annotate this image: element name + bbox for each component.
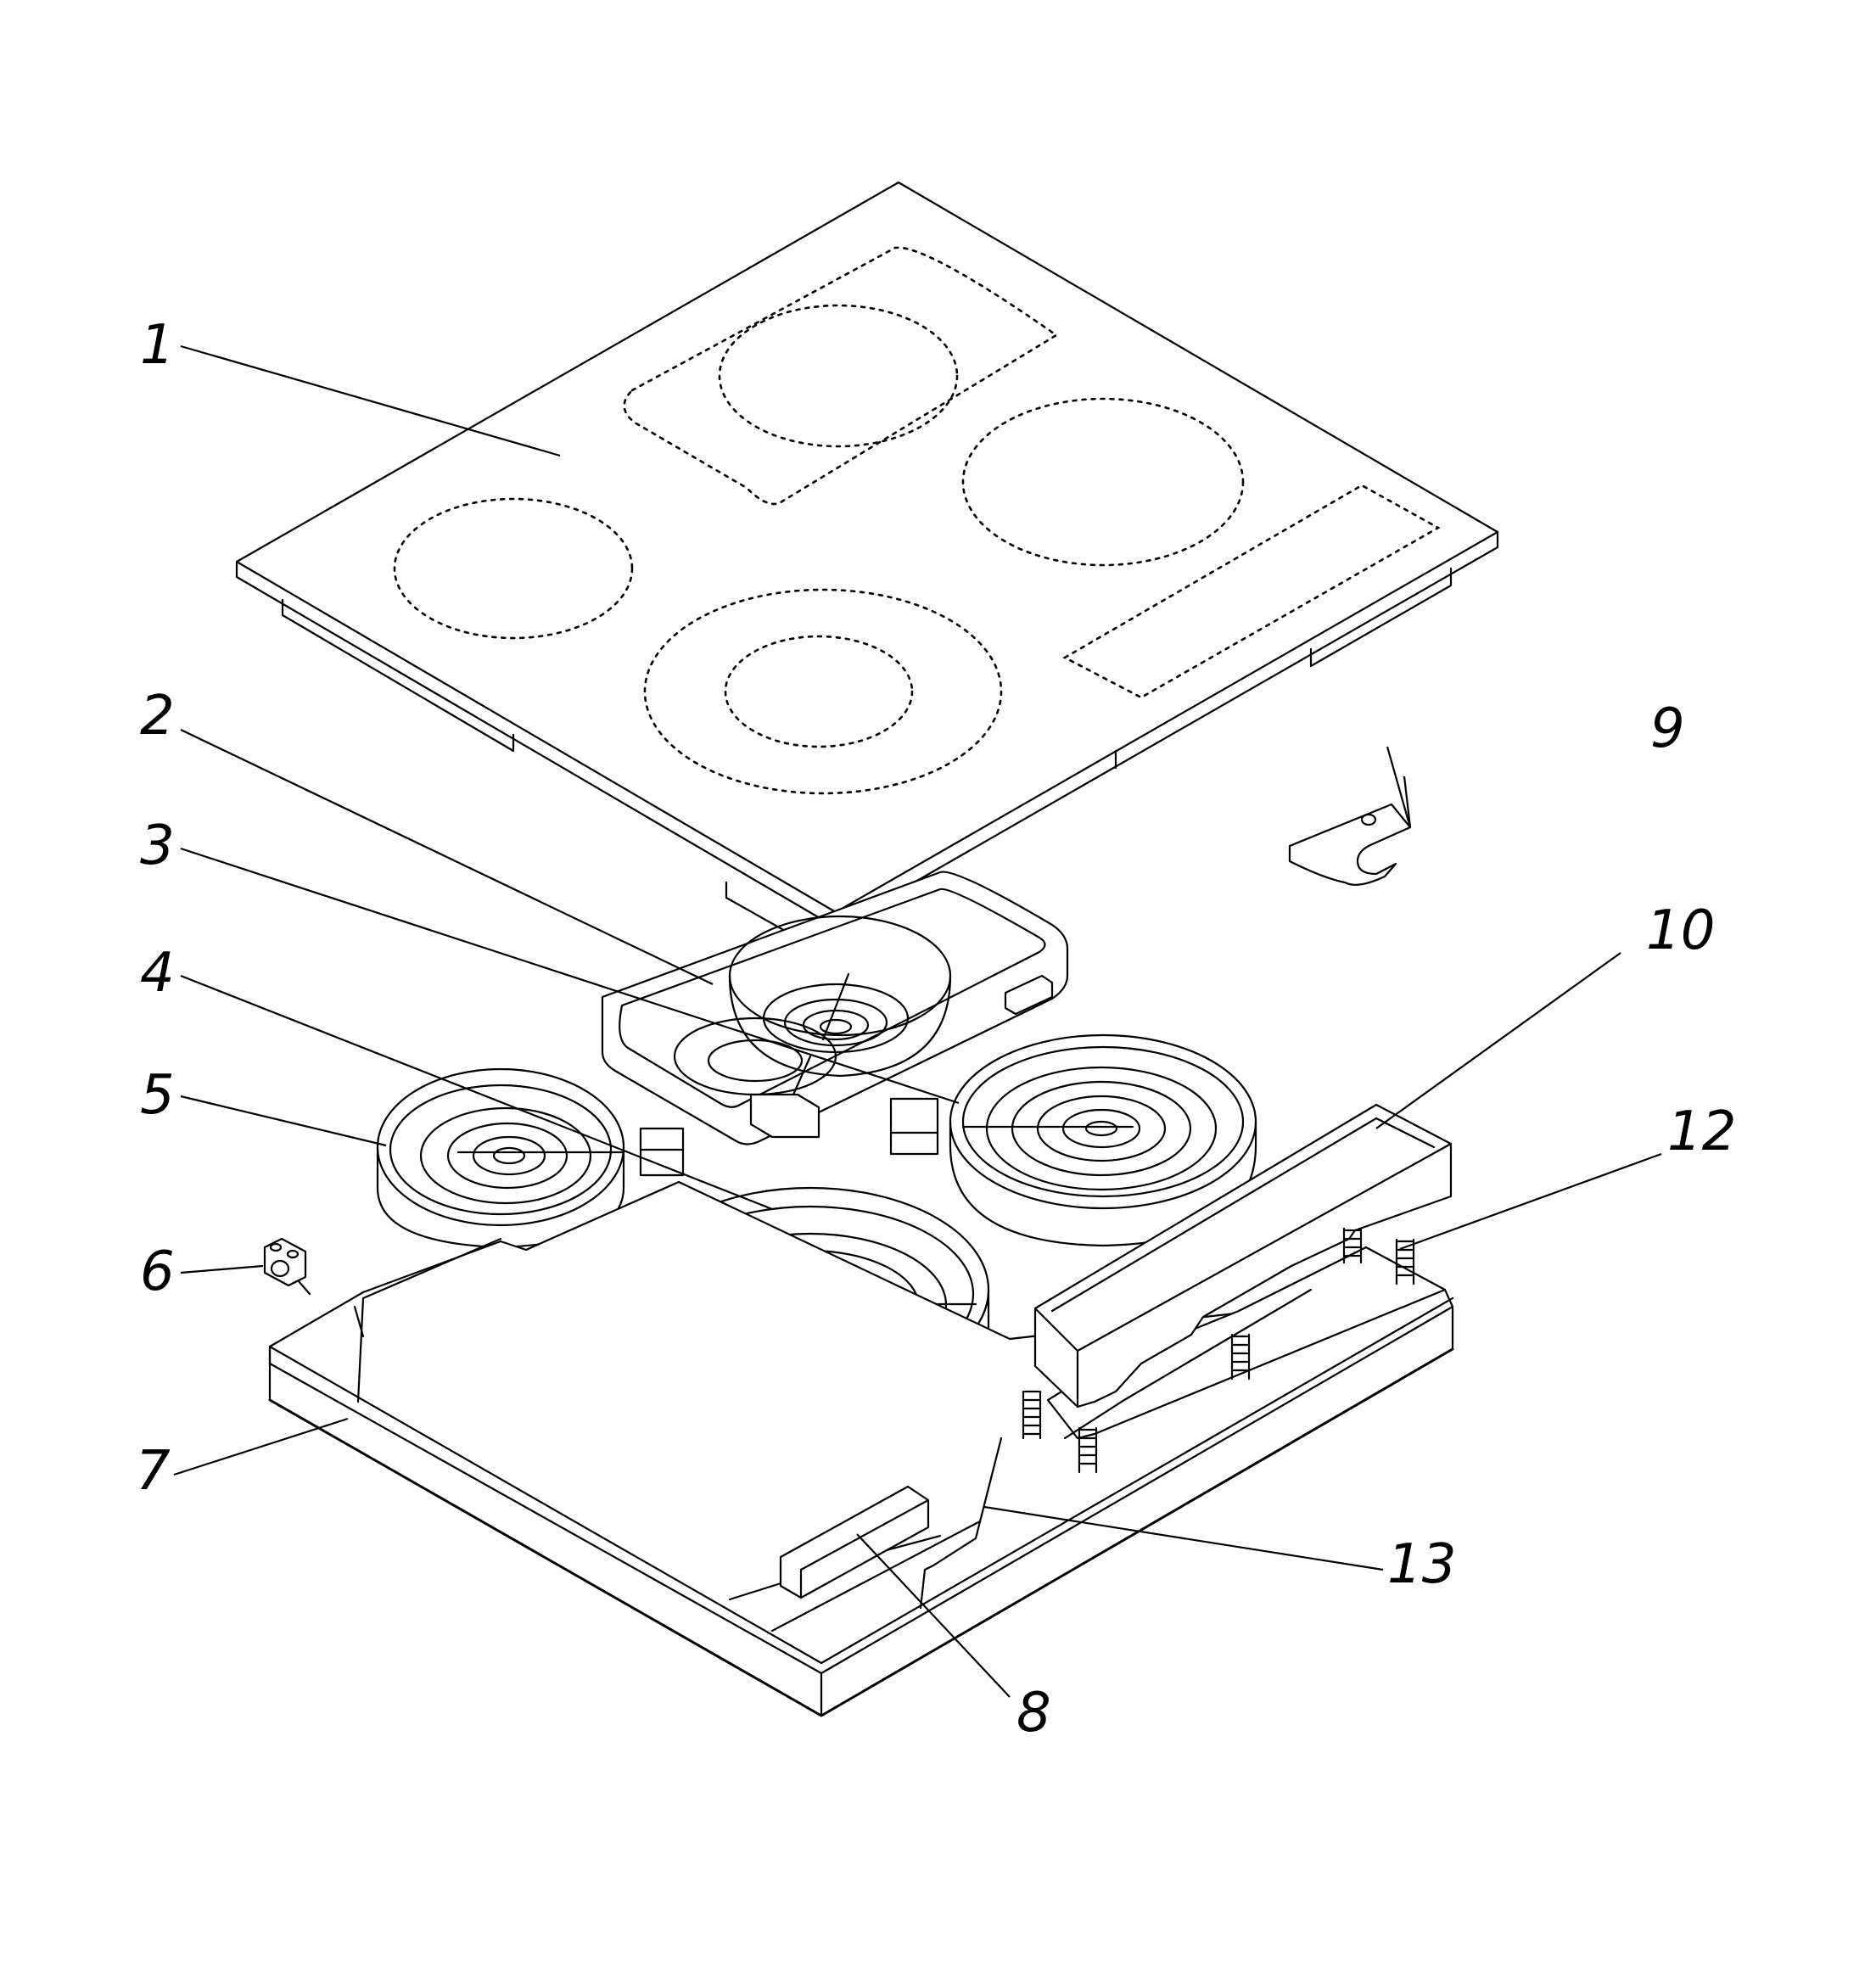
reference-numerals: 1 2 3 4 5 6 7 8 9 10 12 13 [136,314,1736,1745]
callout-9: 9 [1650,697,1685,760]
callout-4: 4 [140,942,175,1005]
terminal-clamp [263,1237,311,1296]
callout-5: 5 [140,1064,175,1127]
compression-springs [1022,1227,1415,1474]
callout-6: 6 [140,1241,175,1303]
callout-10: 10 [1646,899,1715,962]
callout-13: 13 [1387,1533,1456,1596]
right-burner [889,1033,1257,1247]
callout-7: 7 [136,1440,171,1503]
callout-3: 3 [140,815,175,877]
control-unit-lid [1033,1103,1453,1409]
base-tray [268,1180,1454,1717]
glass-top-plate [235,181,1499,956]
wedge-block [779,1485,930,1599]
dual-burner-frame [601,871,1069,1145]
leader-lines [173,344,1662,1698]
callout-8: 8 [1016,1682,1051,1745]
callout-12: 12 [1667,1101,1736,1163]
callout-1: 1 [140,314,175,377]
callout-2: 2 [140,685,175,748]
spring-clip [1288,803,1412,886]
